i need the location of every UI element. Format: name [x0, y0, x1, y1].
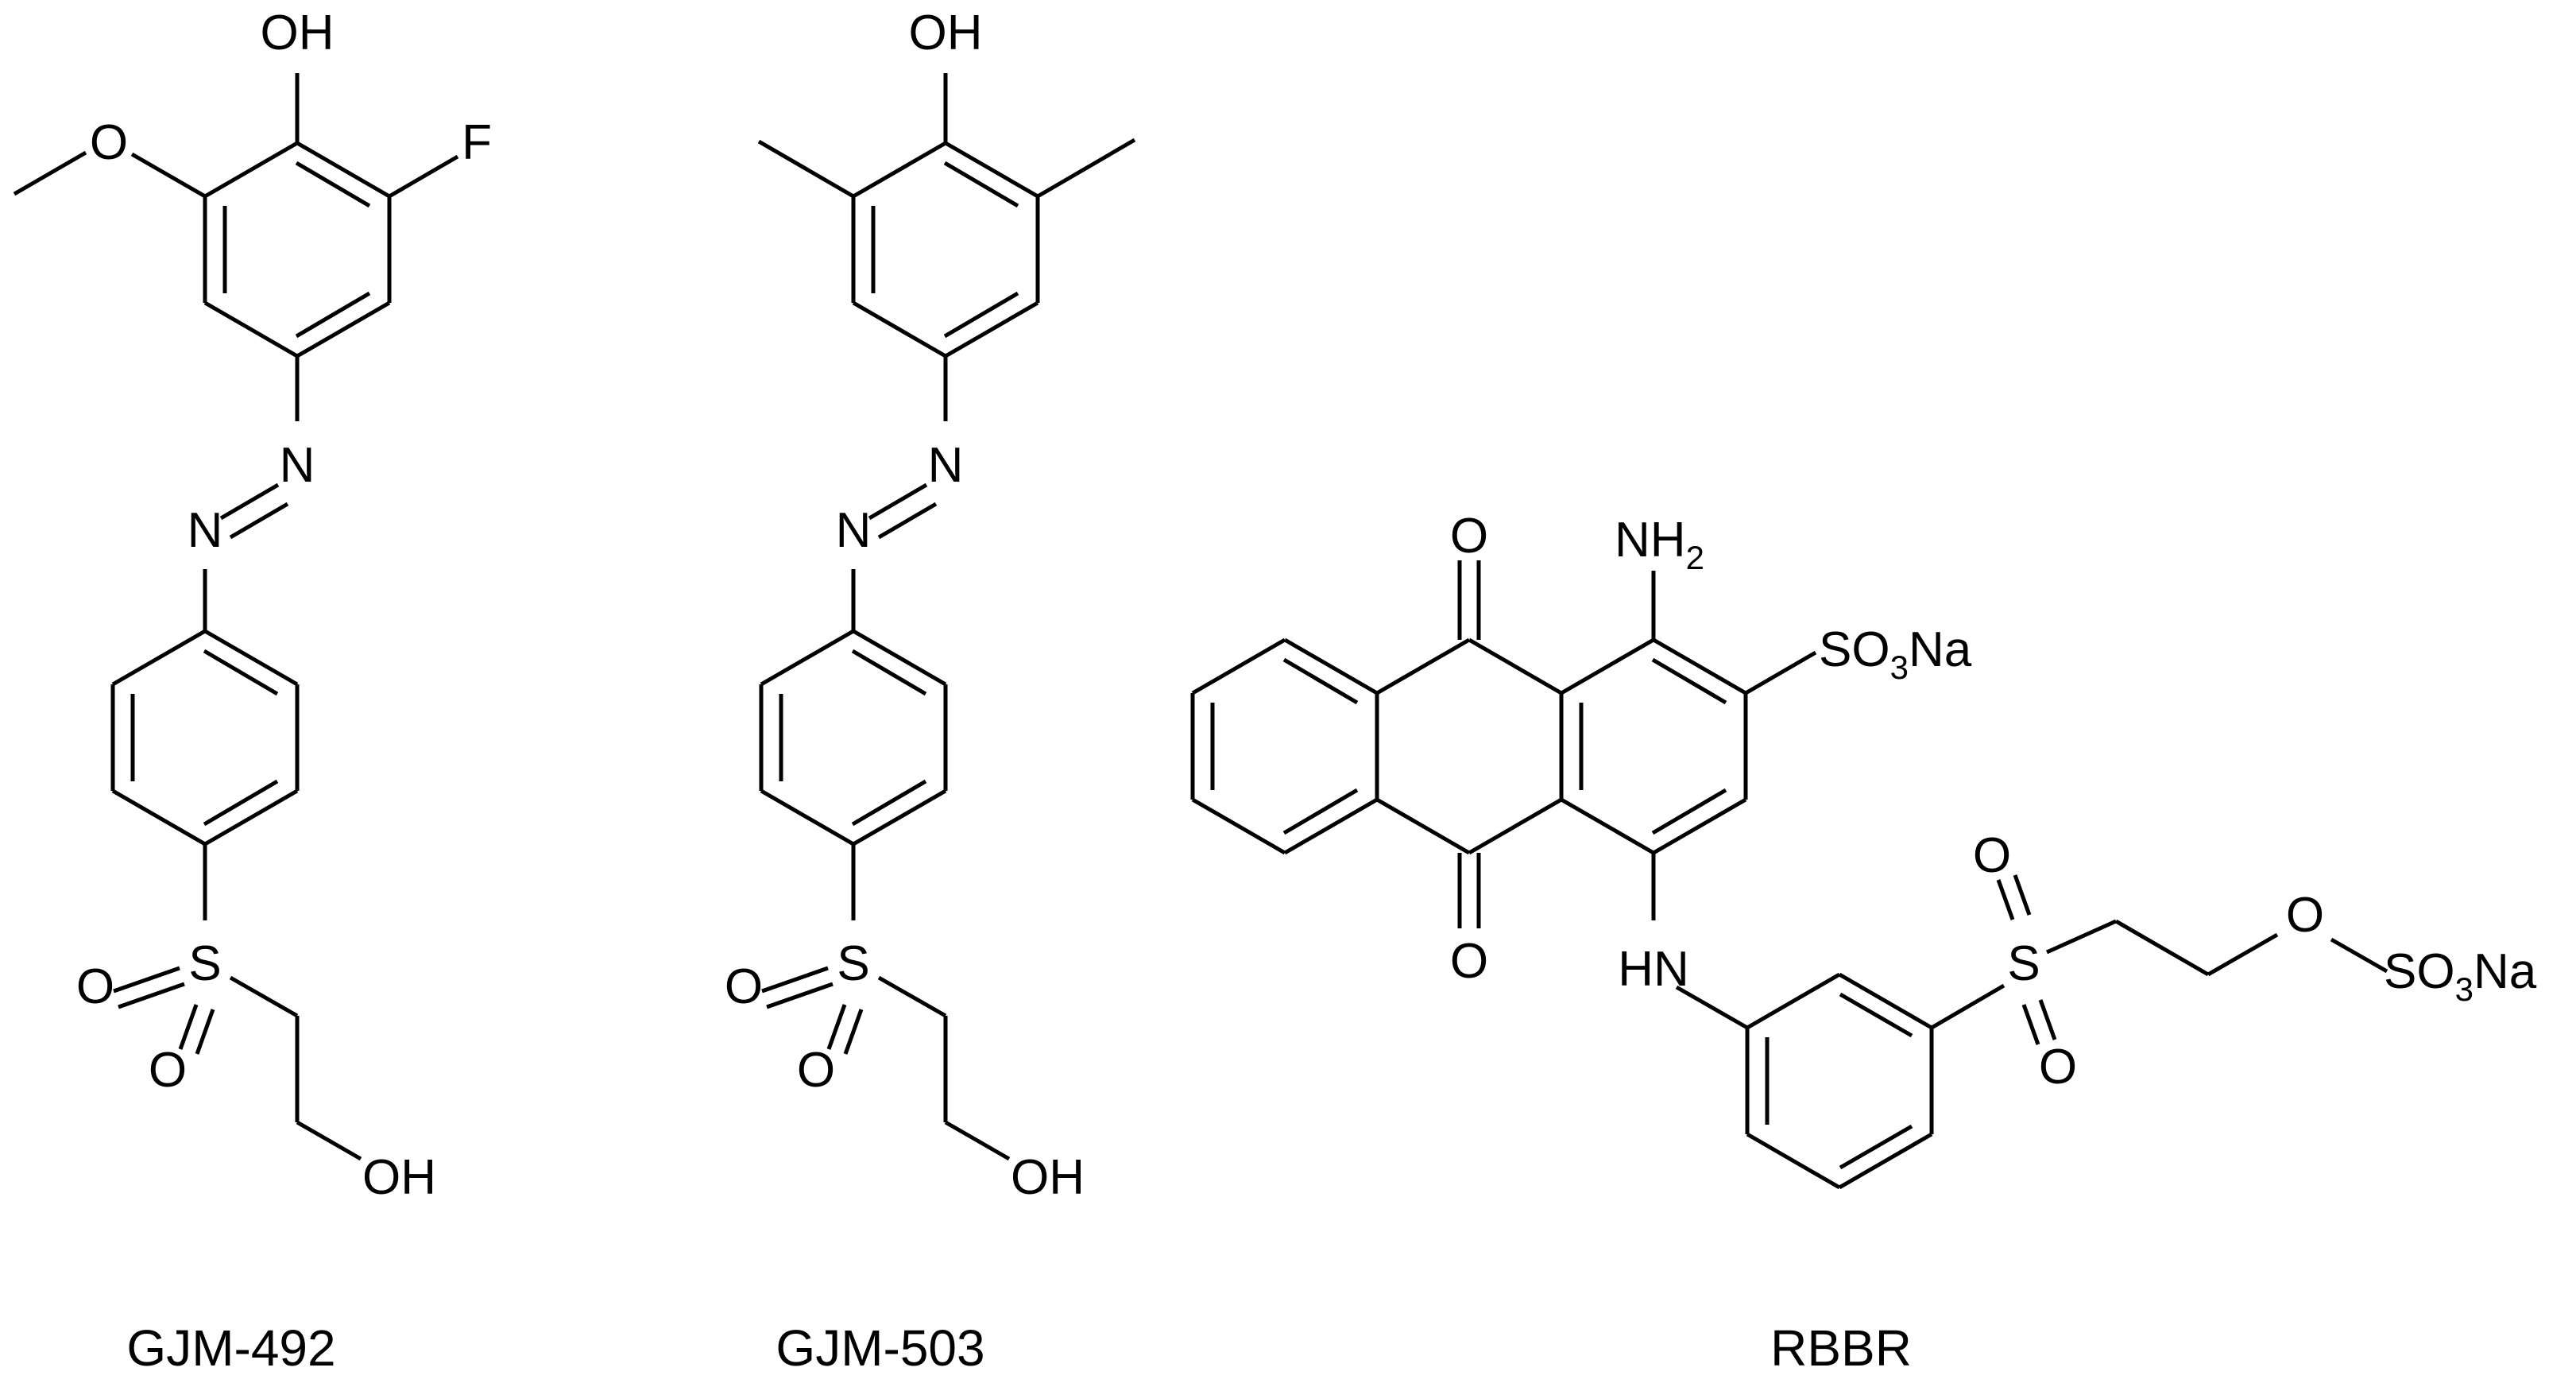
- gjm-492-methoxy-oxygen: O: [90, 115, 128, 170]
- gjm-492-hydroxyl-terminal: OH: [362, 1150, 436, 1205]
- rbbr-ether-oxygen: O: [2286, 888, 2324, 943]
- rbbr-carbonyl-oxygen-top: O: [1450, 509, 1488, 564]
- rbbr-amino-group: NH2: [1615, 513, 1704, 576]
- rbbr-bonds: [1190, 560, 2388, 1190]
- gjm-492-azo-nitrogen-lower: N: [188, 503, 223, 558]
- gjm-503-sulfonyl-oxygen-down: O: [797, 1043, 835, 1098]
- rbbr-sulfonate-sodium-1: SO3Na: [1819, 622, 1972, 686]
- gjm-492-azo-nitrogen-upper: N: [280, 438, 315, 493]
- gjm-503-caption: GJM-503: [776, 1319, 984, 1377]
- gjm-503-atom-labels: OH N N S O O OH: [725, 6, 1085, 1205]
- rbbr-sulfonyl-oxygen-up: O: [1973, 828, 2011, 883]
- gjm-503-sulfonyl-oxygen-left: O: [725, 959, 763, 1014]
- gjm-492-fluorine: F: [462, 115, 492, 170]
- rbbr-sulfonyl-oxygen-down: O: [2039, 1040, 2077, 1094]
- gjm-492-bonds: [13, 73, 459, 1161]
- molecule-gjm-503: OH N N S O O OH GJM-503: [725, 6, 1136, 1377]
- gjm-492-hydroxyl-top: OH: [261, 6, 335, 60]
- gjm-492-sulfur: S: [188, 936, 221, 991]
- gjm-492-sulfonyl-oxygen-left: O: [76, 959, 114, 1014]
- rbbr-sulfonate-sodium-2: SO3Na: [2384, 944, 2537, 1008]
- rbbr-carbonyl-oxygen-bottom: O: [1450, 934, 1488, 989]
- gjm-503-bonds: [757, 73, 1136, 1161]
- gjm-503-hydroxyl-terminal: OH: [1011, 1150, 1085, 1205]
- rbbr-caption: RBBR: [1770, 1319, 1912, 1377]
- rbbr-atom-labels: O O NH2 SO3Na HN S O O O SO3Na: [1450, 509, 2537, 1094]
- gjm-503-azo-nitrogen-upper: N: [928, 438, 964, 493]
- gjm-503-hydroxyl-top: OH: [909, 6, 983, 60]
- gjm-503-azo-nitrogen-lower: N: [836, 503, 872, 558]
- rbbr-imino-group: HN: [1618, 942, 1689, 997]
- gjm-492-atom-labels: OH O F N N S O O OH: [76, 6, 492, 1205]
- gjm-492-sulfonyl-oxygen-down: O: [149, 1043, 187, 1098]
- rbbr-sulfur: S: [2007, 936, 2040, 991]
- gjm-503-sulfur: S: [837, 936, 869, 991]
- gjm-492-caption: GJM-492: [126, 1319, 335, 1377]
- molecule-gjm-492: OH O F N N S O O OH GJM-492: [13, 6, 492, 1377]
- molecule-rbbr: O O NH2 SO3Na HN S O O O SO3Na RBBR: [1190, 509, 2537, 1377]
